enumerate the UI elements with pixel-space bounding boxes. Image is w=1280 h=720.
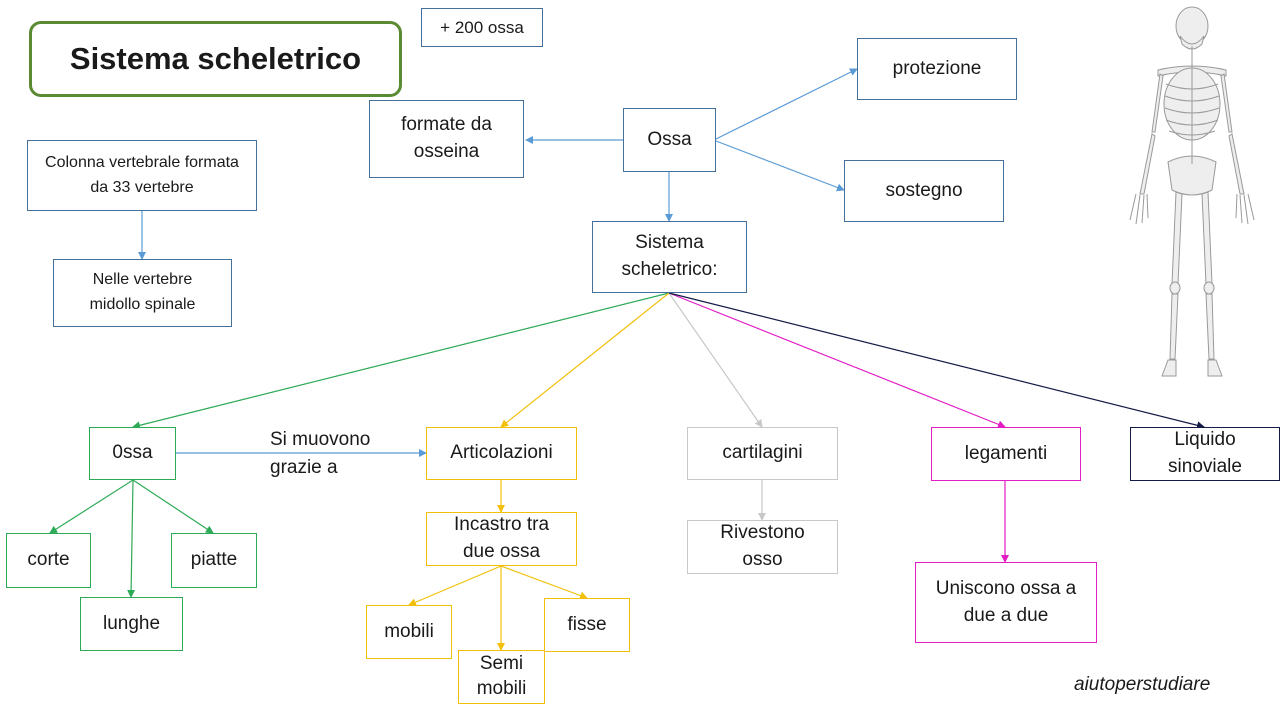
node-semi-mobili: Semi mobili — [458, 650, 545, 704]
edge-incastro-mobili — [408, 565, 502, 606]
node-corte: corte — [6, 533, 91, 588]
edge-ossa-protezione — [715, 68, 858, 140]
node-liquido: Liquido sinoviale — [1130, 427, 1280, 481]
node-cartilagini: cartilagini — [687, 427, 838, 480]
edge-ossa-sostegno — [715, 140, 845, 192]
page-title: Sistema scheletrico — [29, 21, 402, 97]
node-ossa-bottom: 0ssa — [89, 427, 176, 480]
node-ossa-count: + 200 ossa — [421, 8, 543, 47]
node-legamenti: legamenti — [931, 427, 1081, 481]
node-ossa-top: Ossa — [623, 108, 716, 172]
node-sostegno: sostegno — [844, 160, 1004, 222]
edge-sistema-ossa — [132, 292, 670, 430]
edge-ossa-piatte — [132, 479, 214, 534]
edge-label-si-muovono: Si muovono grazie a — [270, 429, 371, 478]
node-mobili: mobili — [366, 605, 452, 659]
node-fisse: fisse — [544, 598, 630, 652]
skeleton-image — [1129, 6, 1255, 377]
watermark: aiutoperstudiare — [1074, 674, 1211, 695]
node-vertebre: Nelle vertebre midollo spinale — [53, 259, 232, 327]
edge-sistema-cartilagini — [668, 292, 763, 428]
node-piatte: piatte — [171, 533, 257, 588]
node-rivestono: Rivestono osso — [687, 520, 838, 574]
edge-sistema-legamenti — [668, 292, 1006, 429]
node-colonna: Colonna vertebrale formata da 33 vertebr… — [27, 140, 257, 211]
node-incastro: Incastro tra due ossa — [426, 512, 577, 566]
node-osseina: formate da osseina — [369, 100, 524, 178]
edge-sistema-liquido — [668, 292, 1205, 430]
node-articolazioni: Articolazioni — [426, 427, 577, 480]
node-lunghe: lunghe — [80, 597, 183, 651]
node-sistema: Sistema scheletrico: — [592, 221, 747, 293]
node-uniscono: Uniscono ossa a due a due — [915, 562, 1097, 643]
edge-ossa-lunghe — [127, 479, 136, 598]
edge-ossa-corte — [49, 479, 134, 534]
edge-sistema-articolazioni — [500, 292, 670, 428]
node-protezione: protezione — [857, 38, 1017, 100]
edge-incastro-fisse — [500, 565, 588, 600]
